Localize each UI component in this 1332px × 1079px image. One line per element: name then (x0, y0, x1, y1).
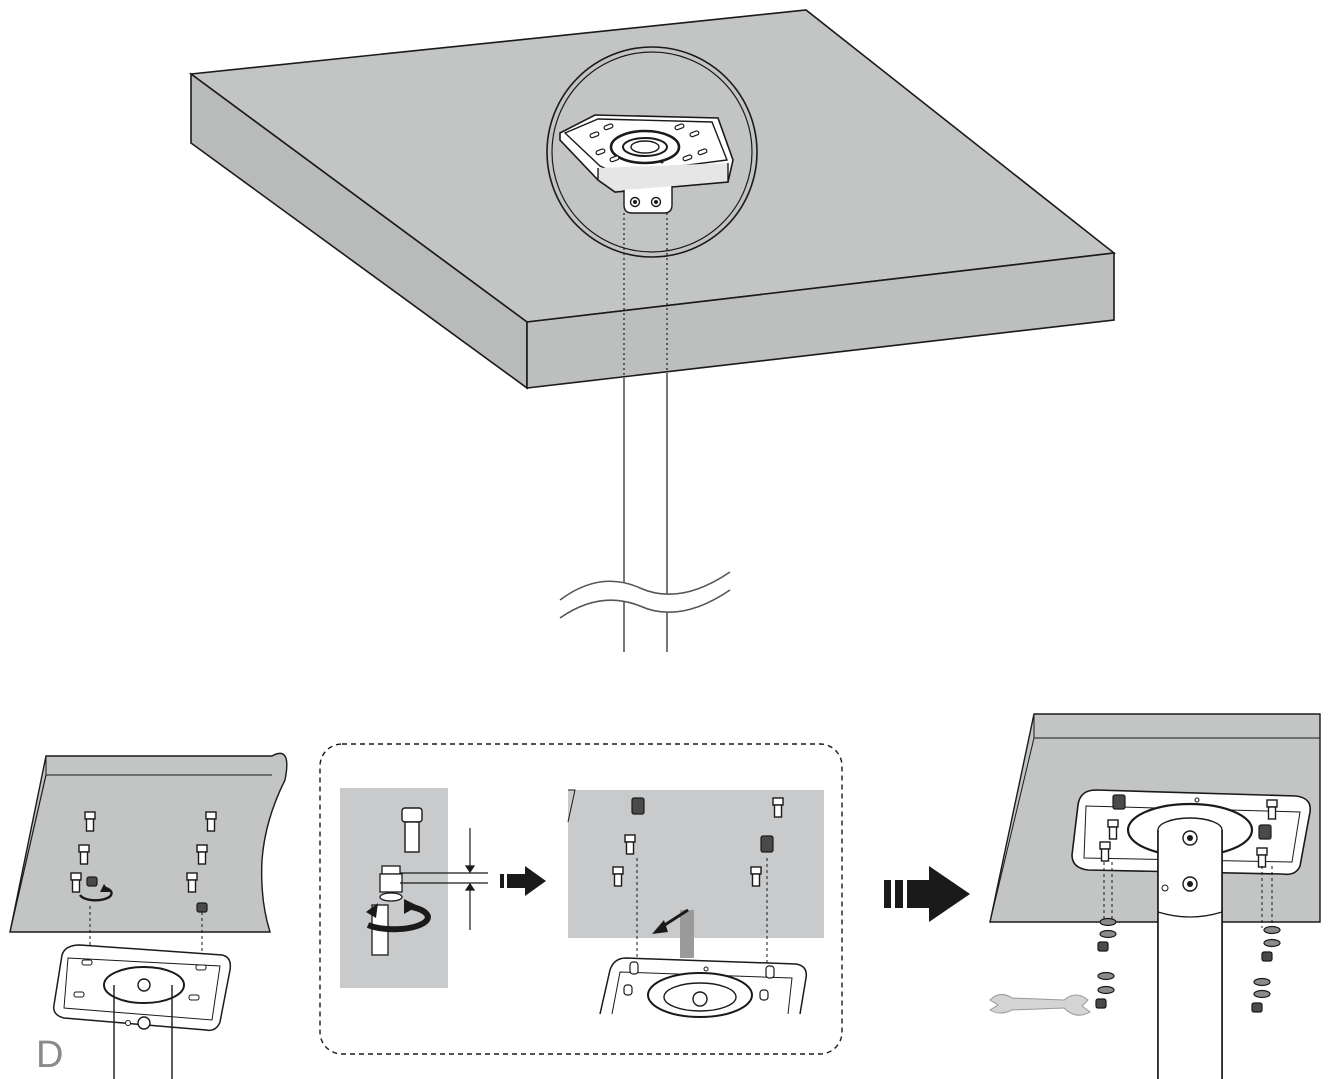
bottom-right-panel (989, 713, 1321, 1079)
bolts-on-table (612, 797, 784, 887)
plate-closeup (599, 957, 808, 1018)
zoom-detail-circle (546, 46, 758, 258)
wrench-icon (989, 994, 1091, 1016)
step-label: D (36, 1034, 64, 1076)
mounting-plate (559, 114, 734, 214)
hardware-stack-right (1251, 925, 1281, 1013)
hardware-stack-left (1095, 917, 1117, 1009)
installed-pole (1157, 817, 1223, 1079)
bottom-left-panel (9, 752, 288, 1079)
gap-measure-icon (400, 828, 488, 930)
alignment-guides (623, 213, 668, 378)
bolt-closeup (366, 807, 431, 956)
hardware-bolts (1099, 794, 1278, 868)
rotation-arrow-icon (366, 903, 431, 933)
detail-box (319, 743, 843, 1055)
next-step-arrow-icon (884, 866, 970, 922)
break-symbol (559, 571, 731, 619)
right-arrow-icon (500, 866, 546, 896)
slide-arrow-icon (652, 908, 694, 958)
tabletop-front-edge (526, 252, 1115, 389)
